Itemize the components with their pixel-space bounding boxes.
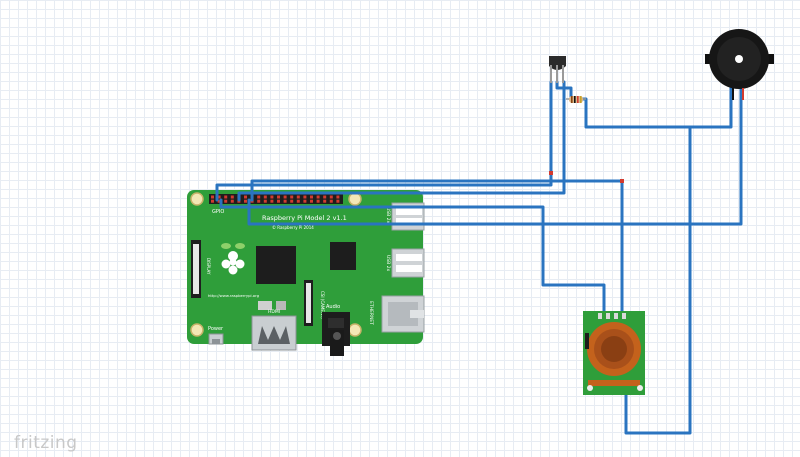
wires bbox=[215, 80, 743, 435]
usb-label-bottom: USB 2x bbox=[385, 255, 391, 272]
gpio-pin bbox=[224, 195, 228, 199]
soc-chip bbox=[256, 246, 296, 284]
gpio-pin bbox=[224, 199, 228, 203]
gpio-pin bbox=[323, 195, 327, 199]
gpio-pin bbox=[336, 199, 340, 203]
gpio-pin bbox=[283, 195, 287, 199]
board-url: http://www.raspberrypi.org bbox=[208, 293, 260, 298]
power-label: Power bbox=[208, 326, 224, 332]
gpio-pin bbox=[217, 199, 221, 203]
board-copyright: © Raspberry Pi 2014 bbox=[272, 225, 314, 230]
resistor bbox=[566, 96, 586, 103]
mount-hole bbox=[348, 192, 362, 206]
raspberry-logo-icon bbox=[221, 243, 245, 275]
gpio-pin bbox=[290, 199, 294, 203]
gpio-pin bbox=[329, 195, 333, 199]
wire-gas-1 bbox=[219, 198, 606, 318]
gpio-pin bbox=[310, 195, 313, 199]
gpio-header bbox=[209, 194, 343, 204]
mount-hole bbox=[348, 323, 362, 337]
gpio-pin bbox=[303, 195, 307, 199]
wire-sensor-1 bbox=[215, 80, 553, 202]
gpio-pin bbox=[277, 195, 280, 199]
wire-buzzer-1 bbox=[247, 81, 743, 226]
board-title: Raspberry Pi Model 2 v1.1 bbox=[262, 214, 347, 222]
gpio-pin bbox=[296, 195, 300, 199]
gpio-pin bbox=[270, 195, 274, 199]
fritzing-brand: fritzing bbox=[14, 433, 78, 453]
gpio-pin bbox=[230, 199, 234, 203]
gpio-pin bbox=[283, 199, 287, 203]
gpio-pin bbox=[296, 199, 300, 203]
gpio-pin bbox=[211, 195, 214, 199]
gpio-pin bbox=[336, 195, 340, 199]
gpio-pin bbox=[316, 195, 320, 199]
hdmi-label: HDMI bbox=[268, 309, 280, 315]
piezo-buzzer bbox=[705, 29, 774, 100]
wire-sensor-3 bbox=[237, 80, 566, 202]
audio-label: Audio bbox=[326, 304, 340, 310]
gpio-pin bbox=[270, 199, 274, 203]
gpio-pin bbox=[303, 199, 307, 203]
gpio-pin bbox=[211, 199, 214, 203]
gpio-pin bbox=[263, 199, 267, 203]
gpio-label: GPIO bbox=[212, 209, 224, 215]
gpio-pin bbox=[230, 195, 234, 199]
wire-gnd bbox=[555, 80, 692, 435]
wire-gas-2 bbox=[250, 179, 624, 318]
temperature-sensor bbox=[549, 56, 566, 83]
camera-label: CSI (CAMERA) bbox=[320, 291, 325, 319]
usb-port-bottom bbox=[391, 248, 425, 278]
display-label: DISPLAY bbox=[206, 258, 211, 275]
lan-chip bbox=[330, 242, 356, 270]
mount-hole bbox=[190, 192, 204, 206]
gpio-pin bbox=[277, 199, 280, 203]
gpio-pin bbox=[257, 195, 261, 199]
gpio-pin bbox=[323, 199, 327, 203]
raspberry-pi-board: GPIO Raspberry Pi Model 2 v1.1 © Raspber… bbox=[187, 190, 425, 356]
gpio-pin bbox=[290, 195, 294, 199]
gpio-pin bbox=[244, 199, 247, 203]
gpio-pin bbox=[244, 195, 247, 199]
wire-buzzer-2 bbox=[688, 81, 733, 129]
mount-hole bbox=[190, 323, 204, 337]
gas-sensor-module bbox=[583, 311, 645, 395]
gpio-pin bbox=[257, 199, 261, 203]
gpio-pins bbox=[211, 195, 340, 203]
ethernet-label: ETHERNET bbox=[368, 301, 374, 325]
gpio-pin bbox=[329, 199, 333, 203]
usb-label-top: USB 2x bbox=[385, 207, 391, 224]
gpio-pin bbox=[263, 195, 267, 199]
gpio-pin bbox=[316, 199, 320, 203]
gpio-pin bbox=[217, 195, 221, 199]
gpio-pin bbox=[310, 199, 313, 203]
transistor-body-icon bbox=[549, 56, 566, 70]
pcb bbox=[187, 190, 423, 344]
